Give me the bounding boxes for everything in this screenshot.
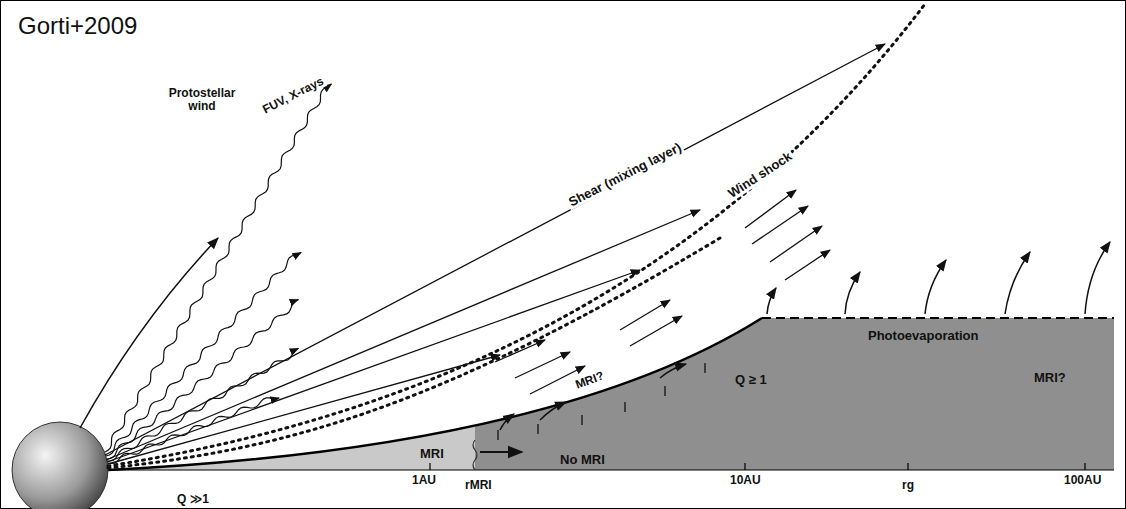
figure-credit: Gorti+2009 (18, 13, 137, 39)
radius-tick: 1AU (410, 474, 438, 487)
radius-tick: rg (900, 479, 916, 492)
shock-label: Wind shock (724, 148, 796, 202)
radius-tick: rMRI (463, 479, 494, 492)
region-label: No MRI (560, 453, 605, 467)
toomre-label: Q ≥ 1 (735, 373, 767, 387)
wind-label: Protostellar wind (160, 87, 244, 113)
photoevaporation-label: Photoevaporation (868, 329, 979, 343)
instability-label: MRI? (1034, 371, 1066, 385)
radiation-ray (107, 300, 298, 459)
radiation-ray (106, 252, 301, 456)
instability-label: MRI? (574, 370, 606, 392)
toomre-label: Q ≫1 (175, 493, 211, 506)
radiation-label: FUV, X-rays (259, 74, 328, 118)
radiation-ray (107, 348, 298, 461)
region-label: MRI (420, 447, 444, 461)
radius-tick: 100AU (1062, 474, 1103, 487)
radius-tick: 10AU (728, 474, 763, 487)
radiation-ray (105, 84, 331, 452)
radiation-ray (108, 398, 279, 464)
shear-label: Shear (mixing layer) (565, 139, 686, 210)
